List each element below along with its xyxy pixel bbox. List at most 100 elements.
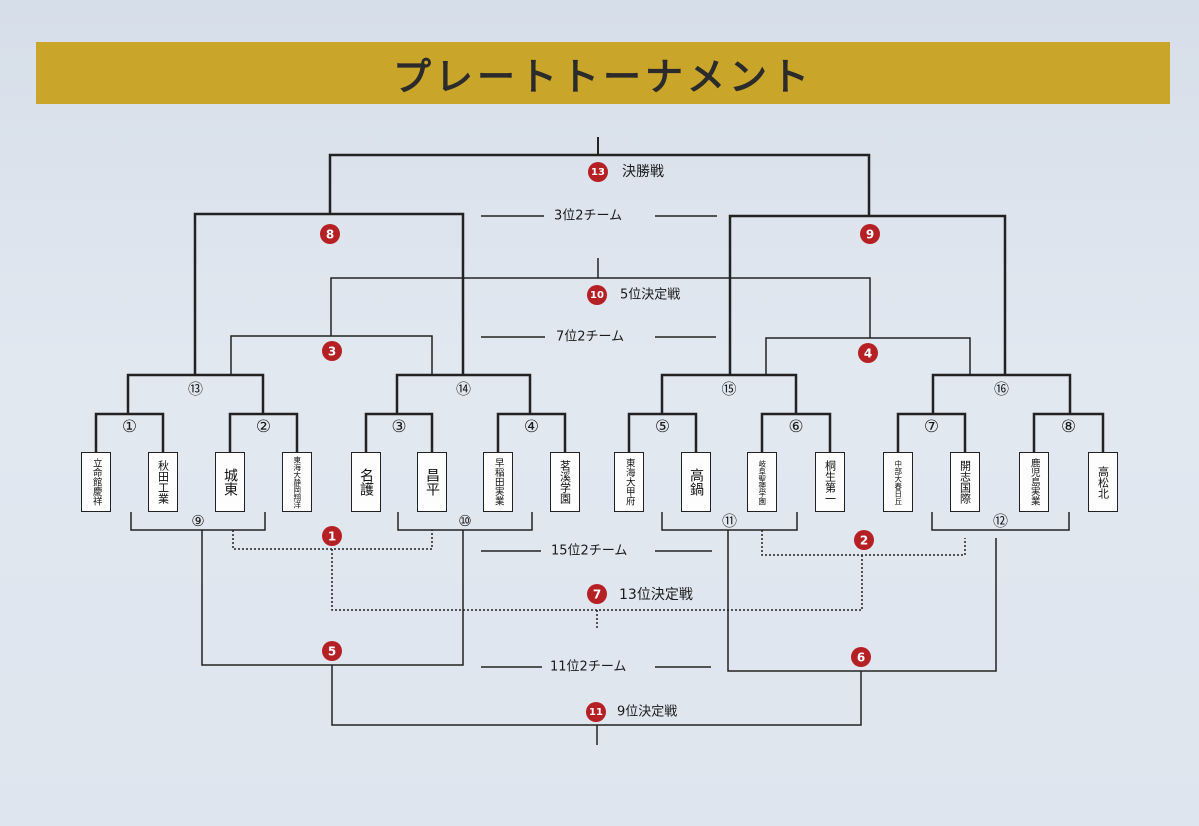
round1-match-number: ② xyxy=(256,417,271,437)
match1-bracket xyxy=(232,530,433,550)
fifth-decider-badge: 10 xyxy=(587,285,607,305)
team-box: 東海大静岡翔洋 xyxy=(282,452,312,512)
team-box: 鹿児島実業 xyxy=(1019,452,1049,512)
svg-text:3: 3 xyxy=(328,345,336,359)
svg-text:11: 11 xyxy=(589,707,603,718)
svg-text:8: 8 xyxy=(326,228,334,242)
svg-text:2: 2 xyxy=(860,534,868,548)
team-name: 高松北 xyxy=(1096,465,1110,499)
team-name: 桐生第一 xyxy=(823,460,837,504)
qf-loser-bracket xyxy=(130,512,266,531)
team-box: 高鍋 xyxy=(681,452,711,512)
team-name: 高鍋 xyxy=(688,468,704,496)
qf-winner-bracket xyxy=(931,373,1072,414)
match2-badge: 2 xyxy=(854,530,874,550)
seventh-pair-label: 7位2チーム xyxy=(556,330,624,345)
svg-text:1: 1 xyxy=(328,530,336,544)
match4-bracket xyxy=(765,337,971,375)
svg-text:5: 5 xyxy=(328,645,336,659)
team-name: 名護 xyxy=(358,468,374,496)
match3-bracket xyxy=(230,335,433,375)
match1-badge: 1 xyxy=(322,526,342,546)
fifteenth-pair-label: 15位2チーム xyxy=(551,544,627,559)
match6-bracket xyxy=(727,530,997,672)
final-bracket xyxy=(328,153,871,216)
team-name: 立命館慶祥 xyxy=(90,458,102,506)
match6-badge: 6 xyxy=(851,647,871,667)
third-pair-label: 3位2チーム xyxy=(554,209,622,224)
qf-winner-number: ⑯ xyxy=(994,380,1009,398)
svg-text:6: 6 xyxy=(857,651,865,665)
team-box: 開志国際 xyxy=(950,452,980,512)
svg-text:13: 13 xyxy=(591,167,605,178)
round1-bracket xyxy=(496,412,567,452)
qf-loser-number: ⑪ xyxy=(722,512,737,530)
round1-match-number: ④ xyxy=(524,417,539,437)
qf-loser-bracket xyxy=(397,512,533,531)
semi-left-badge: 8 xyxy=(320,224,340,244)
svg-text:4: 4 xyxy=(864,347,872,361)
final-badge: 13 xyxy=(588,162,608,182)
semi-right-bracket xyxy=(728,214,1007,375)
title-banner: プレートトーナメント xyxy=(36,42,1170,104)
round1-bracket xyxy=(1032,412,1105,452)
svg-text:7: 7 xyxy=(593,588,601,602)
qf-winner-number: ⑬ xyxy=(188,380,203,398)
match2-bracket xyxy=(761,530,966,556)
eleventh-pair-label: 11位2チーム xyxy=(550,660,626,675)
team-box: 城東 xyxy=(215,452,245,512)
semi-right-badge: 9 xyxy=(860,224,880,244)
ninth-decider-badge: 11 xyxy=(586,702,606,722)
round1-match-number: ⑥ xyxy=(788,417,803,437)
team-box: 立命館慶祥 xyxy=(81,452,111,512)
round1-match-number: ⑦ xyxy=(924,417,939,437)
team-name: 昌平 xyxy=(424,468,440,496)
svg-text:10: 10 xyxy=(590,290,604,301)
match3-badge: 3 xyxy=(322,341,342,361)
final-label: 決勝戦 xyxy=(622,164,664,180)
team-name: 鹿児島実業 xyxy=(1028,458,1040,506)
team-name: 秋田工業 xyxy=(156,460,170,504)
team-name: 茗溪学園 xyxy=(558,460,572,504)
round1-bracket xyxy=(896,412,967,452)
round1-bracket xyxy=(364,412,434,452)
qf-loser-bracket xyxy=(661,512,798,531)
match5-badge: 5 xyxy=(322,641,342,661)
team-box: 岐阜聖徳学園 xyxy=(747,452,777,512)
team-box: 茗溪学園 xyxy=(550,452,580,512)
round1-match-number: ③ xyxy=(391,417,406,437)
team-box: 桐生第一 xyxy=(815,452,845,512)
round1-match-number: ① xyxy=(122,417,137,437)
team-box: 高松北 xyxy=(1088,452,1118,512)
fifth-decider-bracket xyxy=(330,277,871,338)
team-box: 秋田工業 xyxy=(148,452,178,512)
qf-winner-number: ⑭ xyxy=(456,380,471,398)
page-title: プレートトーナメント xyxy=(392,54,813,99)
team-name: 東海大静岡翔洋 xyxy=(292,455,302,509)
ninth-decider-label: 9位決定戦 xyxy=(617,705,677,720)
team-name: 早稲田実業 xyxy=(492,458,504,506)
round1-match-number: ⑧ xyxy=(1061,417,1076,437)
team-name: 東海大甲府 xyxy=(623,458,635,506)
team-name: 中部大春日丘 xyxy=(893,459,903,505)
team-name: 開志国際 xyxy=(958,460,972,504)
team-box: 中部大春日丘 xyxy=(883,452,913,512)
team-name: 城東 xyxy=(222,468,238,496)
svg-text:9: 9 xyxy=(866,228,874,242)
qf-winner-number: ⑮ xyxy=(721,380,736,398)
round1-bracket xyxy=(94,412,165,452)
qf-loser-number: ⑫ xyxy=(993,512,1008,530)
fifth-decider-label: 5位決定戦 xyxy=(620,288,680,303)
team-box: 早稲田実業 xyxy=(483,452,513,512)
team-box: 名護 xyxy=(351,452,381,512)
qf-loser-bracket xyxy=(931,512,1070,531)
qf-loser-number: ⑨ xyxy=(191,512,204,530)
round1-match-number: ⑤ xyxy=(655,417,670,437)
match4-badge: 4 xyxy=(858,343,878,363)
team-box: 東海大甲府 xyxy=(614,452,644,512)
thirteenth-decider-label: 13位決定戦 xyxy=(619,587,693,603)
team-box: 昌平 xyxy=(417,452,447,512)
team-name: 岐阜聖徳学園 xyxy=(757,459,767,505)
